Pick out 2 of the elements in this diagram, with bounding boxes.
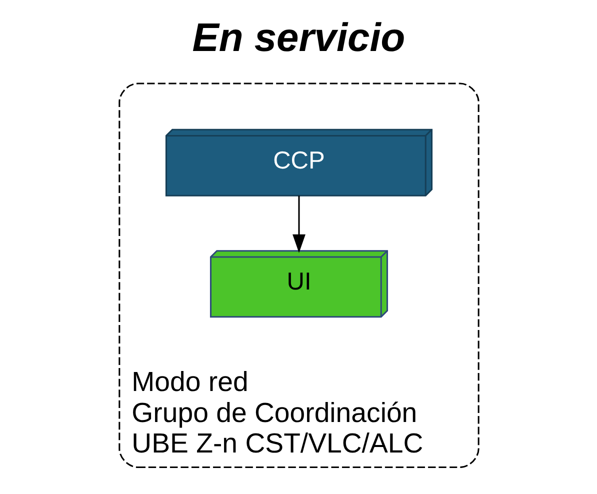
diagram-title: En servicio [192,16,405,60]
arrow [292,196,305,253]
